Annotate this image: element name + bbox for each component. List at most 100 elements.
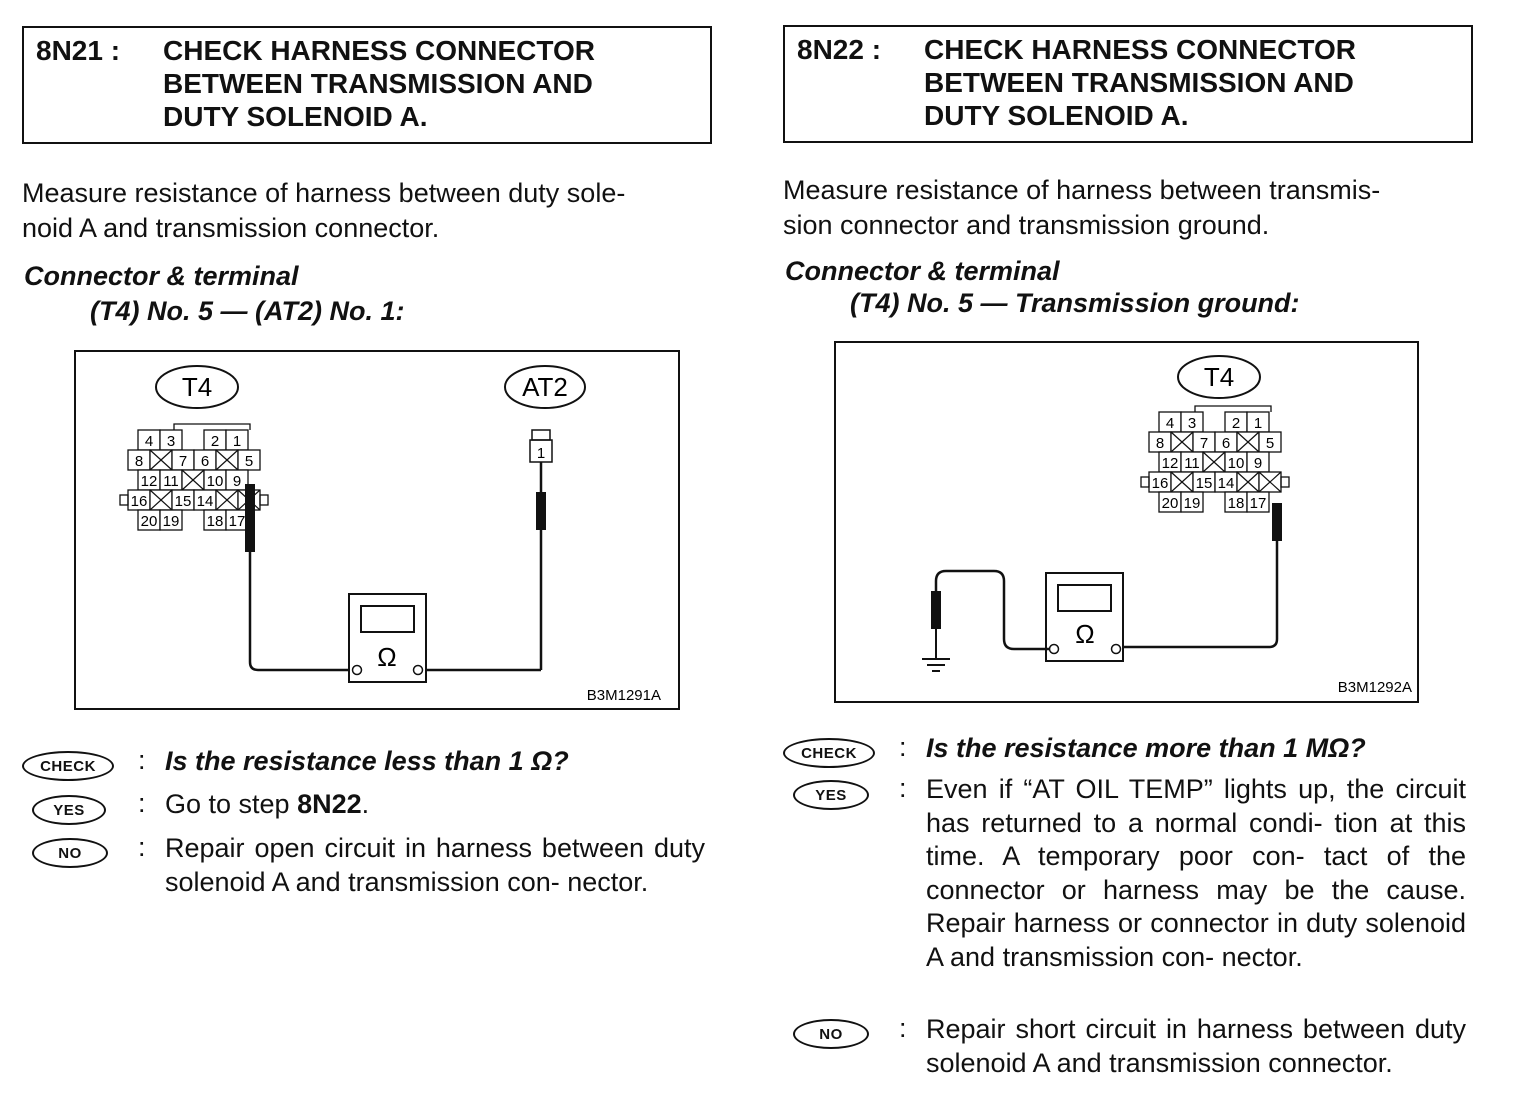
pin-blank-r2-1-blank-x2 [1170,431,1194,453]
pin-12: 12 [141,473,158,490]
pin-10: 10 [1228,455,1245,472]
connector-side-tab-left [1140,476,1150,488]
check-question: Is the resistance less than 1 Ω? [165,746,569,776]
pin-3: 3 [1188,415,1196,432]
ohm-symbol: Ω [377,642,396,672]
pin-20: 20 [141,513,158,530]
step-header-box: 8N22 : CHECK HARNESS CONNECTOR BETWEEN T… [783,25,1473,143]
connector-side-tab-right [259,494,269,506]
meter-terminal-left [351,664,363,676]
step-title: CHECK HARNESS CONNECTOR BETWEEN TRANSMIS… [163,35,595,132]
no-answer: Repair short circuit in harness between … [926,1014,1466,1078]
pin-14: 14 [197,493,214,510]
step-number: 8N21 : [36,35,121,66]
yes-prefix: Go to step [165,789,298,819]
t4-lead-wire [1120,541,1279,649]
t4-label-ellipse [1177,355,1261,399]
pin-1: 1 [1254,415,1262,432]
yes-answer: Even if “AT OIL TEMP” lights up, the cir… [926,774,1466,972]
pin-2: 2 [1232,415,1240,432]
pin-15: 15 [1196,475,1213,492]
pin-5-cell [237,449,261,471]
pin-4: 4 [145,433,153,450]
colon: : [138,832,146,862]
t4-probe [1272,503,1282,541]
no-badge: NO [32,838,108,868]
pin-blank-r3-2-blank-x2 [181,469,205,491]
pin-1: 1 [233,433,241,450]
check-question: Is the resistance more than 1 MΩ? [926,733,1366,763]
measure-instruction: Measure resistance of harness between tr… [783,175,1381,240]
pin-11: 11 [1184,455,1200,472]
ohmmeter-display [1057,584,1112,612]
meter-terminal-right [1110,643,1122,655]
ground-probe [931,591,941,629]
pin-blank-r2-4-blank-x2 [1236,431,1260,453]
pin-blank-r4-4-blank-x2 [1236,471,1260,493]
pin-5: 5 [1266,435,1274,452]
pin-blank-r4-1-blank-x2 [1170,471,1194,493]
no-badge: NO [793,1019,869,1049]
colon: : [899,732,907,762]
connector-spec: (T4) No. 5 — (AT2) No. 1: [90,296,405,326]
connector-heading: Connector & terminal [785,256,1060,286]
meter-terminal-left [1048,643,1060,655]
connector-spec: (T4) No. 5 — Transmission ground: [850,288,1300,318]
pin-9: 9 [1254,455,1262,472]
pin-3: 3 [167,433,175,450]
pin-11: 11 [163,473,179,490]
pin-18: 18 [207,513,224,530]
colon: : [138,788,146,818]
yes-answer: Go to step 8N22. [165,788,725,822]
step-8n22: 8N22 : CHECK HARNESS CONNECTOR BETWEEN T… [783,0,1473,1078]
pin-17-cell [1246,491,1270,513]
figure-code: B3M1292A [1338,679,1412,696]
pin-9: 9 [233,473,241,490]
connector-side-tab-right [1280,476,1290,488]
step-8n21: 8N21 : CHECK HARNESS CONNECTOR BETWEEN T… [22,0,712,897]
pin-blank-r4-5-blank-x2 [1258,471,1282,493]
t4-lead-wire [248,552,351,672]
t4-label: T4 [1204,362,1234,392]
pin-19-cell [1180,491,1204,513]
pin-12: 12 [1162,455,1179,472]
at2-label-ellipse [504,365,586,409]
pin-17: 17 [229,513,246,530]
connector-side-tab-left [119,494,129,506]
step-number: 8N22 : [797,34,882,65]
colon: : [899,1013,907,1043]
pin-blank-r2-1-blank-x2 [149,449,173,471]
pin-14: 14 [1218,475,1235,492]
pin-6: 6 [1222,435,1230,452]
connector-latch [173,423,251,430]
pin-16: 16 [131,493,148,510]
measure-instruction: Measure resistance of harness between du… [22,178,626,243]
connector-heading: Connector & terminal [24,261,299,291]
t4-label: T4 [182,372,212,402]
meter-terminal-right [412,664,424,676]
t4-label-ellipse [155,365,239,409]
step-title: CHECK HARNESS CONNECTOR BETWEEN TRANSMIS… [924,34,1356,131]
pin-7: 7 [1200,435,1208,452]
pin-2: 2 [211,433,219,450]
at2-probe [536,492,546,530]
ohm-symbol: Ω [1075,619,1094,649]
pin-7: 7 [179,453,187,470]
t4-probe [245,484,255,552]
at2-label: AT2 [522,372,568,402]
colon: : [138,745,146,775]
step-header-box: 8N21 : CHECK HARNESS CONNECTOR BETWEEN T… [22,26,712,144]
pin-18: 18 [1228,495,1245,512]
pin-blank-r4-1-blank-x2 [149,489,173,511]
at2-pin-label: 1 [537,445,545,462]
check-badge: CHECK [22,751,114,781]
no-answer: Repair open circuit in harness between d… [165,833,705,897]
check-badge: CHECK [783,738,875,768]
pin-20: 20 [1162,495,1179,512]
